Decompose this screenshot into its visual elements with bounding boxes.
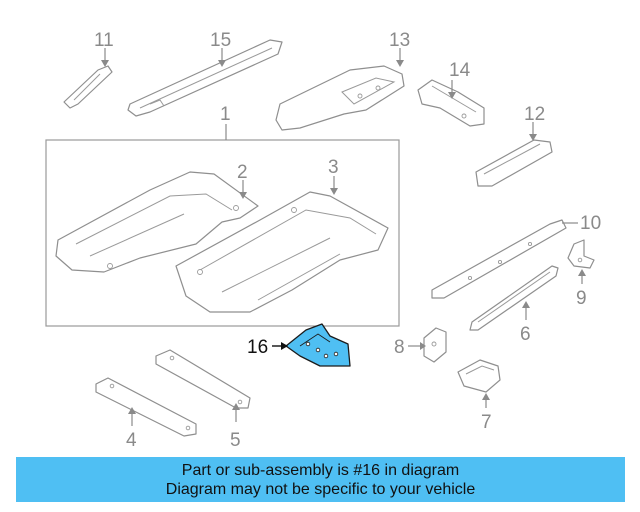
part-13[interactable] [275,48,405,131]
banner-line-1: Part or sub-assembly is #16 in diagram [181,462,460,479]
callout-8: 8 [394,337,405,358]
callout-13: 13 [389,30,410,51]
info-banner: Part or sub-assembly is #16 in diagram D… [16,457,625,502]
callout-16: 16 [247,337,268,358]
part-12[interactable] [475,122,553,187]
callout-2: 2 [237,162,248,183]
callout-14: 14 [449,60,471,81]
part-8[interactable] [408,327,447,363]
parts-diagram: 11 15 13 14 12 1 [45,30,601,451]
callout-12: 12 [524,104,545,125]
callout-11: 11 [94,30,114,51]
part-3[interactable] [175,176,389,313]
assembly-box-1 [45,139,400,327]
callout-15: 15 [210,30,231,51]
part-6[interactable] [469,265,559,331]
part-16[interactable] [272,323,351,367]
callout-3: 3 [328,157,339,178]
callout-4: 4 [126,430,137,451]
part-7[interactable] [457,359,501,408]
part-4[interactable] [95,377,197,437]
part-9[interactable] [567,239,595,284]
part-15[interactable] [127,39,283,117]
part-5[interactable] [155,349,251,422]
callout-9: 9 [576,288,587,309]
callout-10: 10 [580,213,601,234]
part-11[interactable] [63,48,113,109]
callout-5: 5 [230,430,241,451]
callout-6: 6 [520,324,531,345]
part-10[interactable] [431,219,578,299]
part-14[interactable] [417,79,485,127]
part-2[interactable] [55,171,259,273]
callout-7: 7 [481,412,492,433]
callout-1: 1 [220,104,231,125]
banner-line-2: Diagram may not be specific to your vehi… [165,481,476,498]
